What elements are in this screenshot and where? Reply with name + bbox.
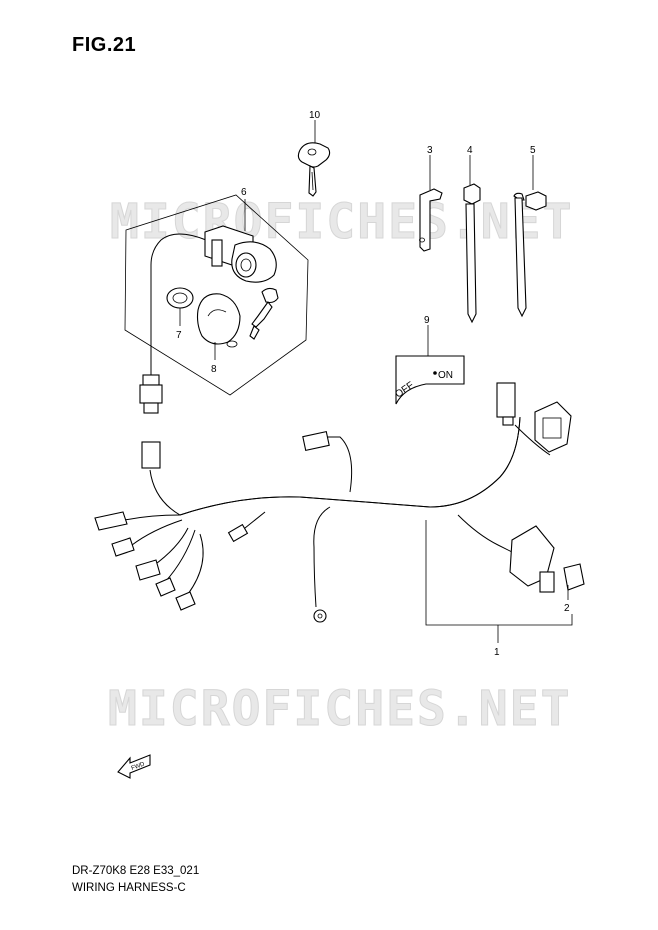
watermark-bottom: MICROFICHES.NET xyxy=(108,681,571,737)
ignition-switch-part xyxy=(139,225,279,414)
callout-4: 4 xyxy=(467,145,473,156)
callout-9: 9 xyxy=(424,315,430,326)
callout-6: 6 xyxy=(241,187,247,198)
ignition-switch-assembly-outline xyxy=(124,194,309,396)
fwd-label: FWD xyxy=(131,761,147,772)
switch-cover-part xyxy=(196,293,241,360)
callout-3: 3 xyxy=(427,145,433,156)
callout-8: 8 xyxy=(211,364,217,375)
callout-7: 7 xyxy=(176,330,182,341)
callout-5: 5 xyxy=(530,145,536,156)
ignition-key-part xyxy=(297,142,331,197)
wiring-harness-part xyxy=(94,382,585,623)
cable-tie-part-5 xyxy=(513,155,547,318)
callout-10: 10 xyxy=(309,110,321,121)
plate-on-label: ON xyxy=(438,370,453,381)
figure-name: WIRING HARNESS-C xyxy=(72,882,186,894)
watermark-top: MICROFICHES.NET xyxy=(110,194,573,250)
callout-1: 1 xyxy=(494,647,500,658)
off-on-plate-part: OFF ON xyxy=(393,325,465,405)
switch-ring-part xyxy=(166,287,194,326)
clamp-part xyxy=(419,155,443,252)
forward-direction-arrow: FWD xyxy=(117,754,151,779)
model-code: DR-Z70K8 E28 E33_021 xyxy=(72,865,200,877)
figure-title: FIG.21 xyxy=(72,34,137,56)
callout-2: 2 xyxy=(564,603,570,614)
cable-tie-part-4 xyxy=(463,155,481,324)
fuse-part xyxy=(563,563,585,591)
